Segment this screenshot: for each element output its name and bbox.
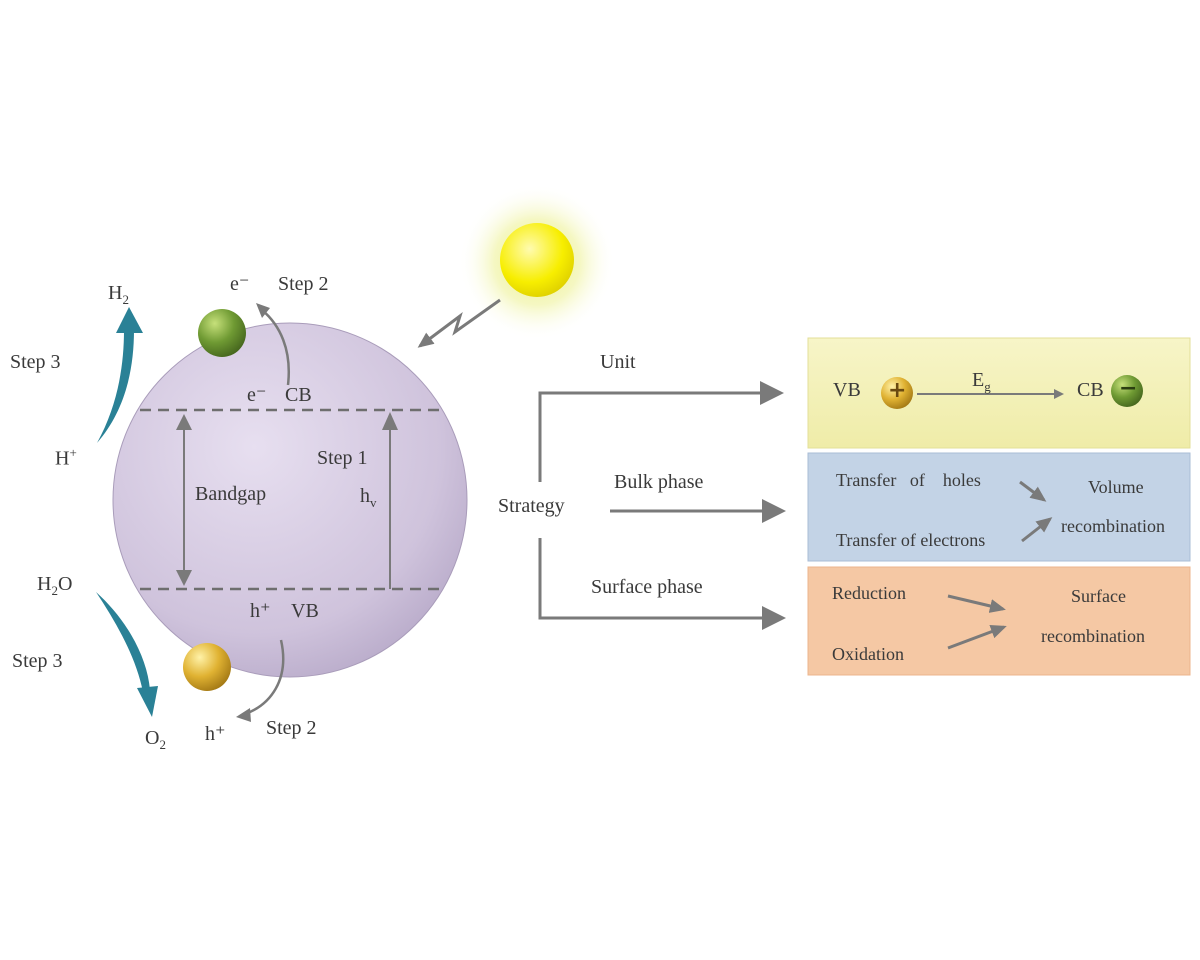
volume-label: Volume [1088, 477, 1144, 497]
electron-migration-arrow [261, 309, 290, 386]
unit-vb-label: VB [833, 379, 861, 401]
h2-label: H2 [108, 282, 129, 307]
surface-phase-label: Surface phase [591, 576, 703, 598]
hole-migration-arrowhead [236, 708, 251, 722]
electron-label: e⁻ [247, 384, 267, 406]
volume-recombination-label: recombination [1061, 516, 1165, 536]
reduction-arrow [947, 594, 1006, 613]
sun-icon [500, 223, 574, 297]
electron-out-label: e⁻ [230, 273, 250, 295]
o2-label: O2 [145, 727, 166, 752]
step1-label: Step 1 [317, 447, 368, 469]
hole-label: h⁺ [250, 600, 271, 622]
step2-bottom-label: Step 2 [266, 717, 317, 739]
holes-transfer-arrow [1019, 480, 1047, 502]
h2o-label: H2O [37, 573, 73, 598]
plus-symbol: + [888, 378, 907, 403]
oxidation-teal-arrowhead [137, 686, 158, 717]
bandgap-label: Bandgap [195, 483, 267, 505]
oxidation-arrow [947, 625, 1007, 650]
step2-top-label: Step 2 [278, 273, 329, 295]
surface-phase-box [807, 566, 1191, 676]
hole-out-label: h⁺ [205, 723, 226, 745]
vb-label: VB [291, 600, 319, 622]
eg-label: Eg [972, 369, 991, 394]
surface-recombination-label: recombination [1041, 626, 1145, 646]
electrons-transfer-arrow [1021, 517, 1053, 543]
reduction-teal-arrowhead [116, 307, 143, 333]
unit-branch-arrow [538, 381, 784, 482]
reduction-teal-arrow [97, 330, 134, 443]
electron-minus-icon [1111, 375, 1143, 407]
cb-label: CB [285, 384, 312, 406]
strategy-label: Strategy [498, 495, 565, 517]
surface-branch-arrow [538, 538, 786, 630]
bulk-phase-box [807, 452, 1191, 562]
bulk-phase-label: Bulk phase [614, 471, 704, 493]
hole-plus-icon [881, 377, 913, 409]
unit-cb-label: CB [1077, 379, 1104, 401]
hole-migration-arrow [244, 639, 285, 716]
surface-label: Surface [1071, 586, 1126, 606]
unit-label: Unit [600, 351, 636, 373]
bandgap-arrowhead-bottom [176, 570, 192, 586]
bandgap-arrowhead-top [176, 414, 192, 430]
oxidation-teal-arrow [96, 592, 150, 692]
oxidation-label: Oxidation [832, 644, 904, 664]
hplus-label: H+ [55, 445, 77, 470]
reduction-label: Reduction [832, 583, 906, 603]
hole-sphere [183, 643, 231, 691]
excitation-arrowhead [382, 412, 398, 430]
hv-label: hv [360, 485, 377, 510]
light-ray-arrow [417, 298, 501, 348]
step3-bottom-label: Step 3 [12, 650, 63, 672]
photocatalyst-particle [112, 322, 468, 678]
step3-top-label: Step 3 [10, 351, 61, 373]
electrons-transfer-label: Transfer of electrons [836, 530, 986, 550]
minus-symbol: − [1119, 376, 1138, 401]
electron-sphere [198, 309, 246, 357]
electron-migration-arrowhead [256, 303, 270, 318]
holes-transfer-label: Transfer of holes [836, 470, 981, 490]
